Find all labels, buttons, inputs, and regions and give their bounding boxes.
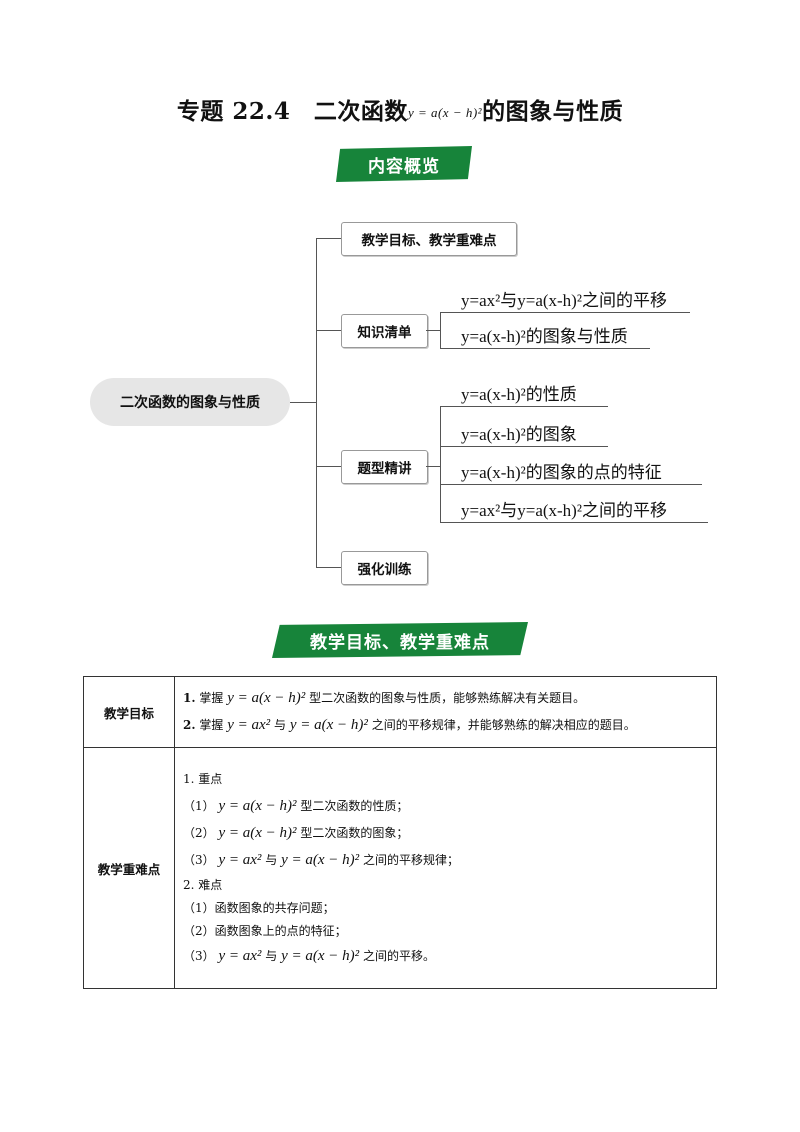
difficulty-formula: y = ax²: [218, 948, 262, 964]
leaf-problem-points: y=a(x-h)²的图象的点的特征: [461, 463, 662, 482]
goal-number: 2.: [183, 718, 196, 732]
difficulty-text: 之间的平移。: [362, 949, 435, 963]
goal-number: 1.: [183, 691, 196, 705]
title-formula: y = a(x − h)²: [407, 105, 483, 120]
goal-formula: y = a(x − h)²: [227, 690, 306, 706]
key-cell: 1. 重点 （1） y = a(x − h)² 型二次函数的性质； （2） y …: [174, 747, 717, 989]
key-item: （2） y = a(x − h)² 型二次函数的图象；: [183, 817, 708, 844]
difficulty-text: 函数图象的共存问题；: [214, 901, 335, 915]
table-row: 教学重难点 1. 重点 （1） y = a(x − h)² 型二次函数的性质； …: [83, 747, 717, 989]
key-text: 型二次函数的性质；: [300, 799, 409, 813]
underline: [440, 312, 690, 313]
title-prefix: 专题 22.4 二次函数: [176, 98, 408, 125]
goals-banner-label: 教学目标、教学重难点: [310, 632, 490, 653]
connector: [316, 567, 341, 568]
leaf-problem-shift: y=ax²与y=a(x-h)²之间的平移: [461, 501, 667, 520]
key-formula: y = ax²: [218, 852, 262, 868]
goal-text: 掌握: [199, 691, 224, 705]
key-header: 教学重难点: [83, 747, 175, 989]
page-title: 专题 22.4 二次函数y = a(x − h)²的图象与性质: [0, 92, 800, 126]
title-suffix: 的图象与性质: [482, 98, 624, 125]
difficulty-text: 与: [265, 949, 278, 963]
goal-text: 型二次函数的图象与性质，能够熟练解决有关题目。: [309, 691, 586, 705]
item-number: （1）: [183, 901, 215, 915]
underline: [440, 406, 608, 407]
difficulty-item: （1）函数图象的共存问题；: [183, 896, 708, 919]
key-formula: y = a(x − h)²: [218, 798, 297, 814]
item-number: （2）: [183, 924, 215, 938]
key-formula: y = a(x − h)²: [281, 852, 360, 868]
branch-problems: 题型精讲: [341, 450, 428, 484]
underline: [440, 484, 702, 485]
goals-banner: 教学目标、教学重难点: [272, 622, 528, 658]
overview-banner-label: 内容概览: [368, 156, 440, 177]
goals-table: 教学目标 1. 掌握 y = a(x − h)² 型二次函数的图象与性质，能够熟…: [83, 676, 717, 989]
bracket-line: [440, 406, 441, 522]
item-number: （3）: [183, 949, 215, 963]
mindmap-root: 二次函数的图象与性质: [90, 378, 290, 426]
difficulty-formula: y = a(x − h)²: [281, 948, 360, 964]
leaf-knowledge-shift: y=ax²与y=a(x-h)²之间的平移: [461, 291, 667, 310]
goal-formula: y = ax²: [227, 717, 271, 733]
connector: [290, 402, 316, 403]
connector: [316, 238, 341, 239]
key-item: （3） y = ax² 与 y = a(x − h)² 之间的平移规律；: [183, 844, 708, 871]
table-row: 教学目标 1. 掌握 y = a(x − h)² 型二次函数的图象与性质，能够熟…: [83, 676, 717, 748]
leaf-problem-graph: y=a(x-h)²的图象: [461, 425, 577, 444]
trunk-line: [316, 238, 317, 568]
goal-text: 掌握: [199, 718, 224, 732]
connector: [316, 330, 341, 331]
item-number: （1）: [183, 799, 215, 813]
overview-banner: 内容概览: [336, 146, 472, 182]
goals-cell: 1. 掌握 y = a(x − h)² 型二次函数的图象与性质，能够熟练解决有关…: [174, 676, 717, 748]
key-formula: y = a(x − h)²: [218, 825, 297, 841]
key-item: （1） y = a(x − h)² 型二次函数的性质；: [183, 790, 708, 817]
key-text: 型二次函数的图象；: [300, 826, 409, 840]
branch-practice: 强化训练: [341, 551, 428, 585]
key-text: 与: [265, 853, 278, 867]
leaf-knowledge-graph: y=a(x-h)²的图象与性质: [461, 327, 628, 346]
difficulty-item: （2）函数图象上的点的特征；: [183, 919, 708, 942]
bracket-line: [440, 312, 441, 348]
underline: [440, 522, 708, 523]
underline: [440, 348, 650, 349]
underline: [440, 446, 608, 447]
difficulty-item: （3） y = ax² 与 y = a(x − h)² 之间的平移。: [183, 942, 708, 967]
goal-item: 1. 掌握 y = a(x − h)² 型二次函数的图象与性质，能够熟练解决有关…: [183, 688, 708, 709]
connector: [426, 330, 440, 331]
connector: [316, 466, 341, 467]
item-number: （2）: [183, 826, 215, 840]
goal-text: 之间的平移规律，并能够熟练的解决相应的题目。: [371, 718, 636, 732]
difficulty-text: 函数图象上的点的特征；: [214, 924, 347, 938]
goal-item: 2. 掌握 y = ax² 与 y = a(x − h)² 之间的平移规律，并能…: [183, 709, 708, 736]
goals-header: 教学目标: [83, 676, 175, 748]
goal-formula: y = a(x − h)²: [289, 717, 368, 733]
key-title: 1. 重点: [183, 772, 223, 786]
key-text: 之间的平移规律；: [362, 853, 459, 867]
difficulty-title: 2. 难点: [183, 878, 223, 892]
item-number: （3）: [183, 853, 215, 867]
branch-knowledge: 知识清单: [341, 314, 428, 348]
connector: [426, 466, 440, 467]
branch-goals: 教学目标、教学重难点: [341, 222, 517, 256]
leaf-problem-property: y=a(x-h)²的性质: [461, 385, 577, 404]
goal-text: 与: [273, 718, 286, 732]
